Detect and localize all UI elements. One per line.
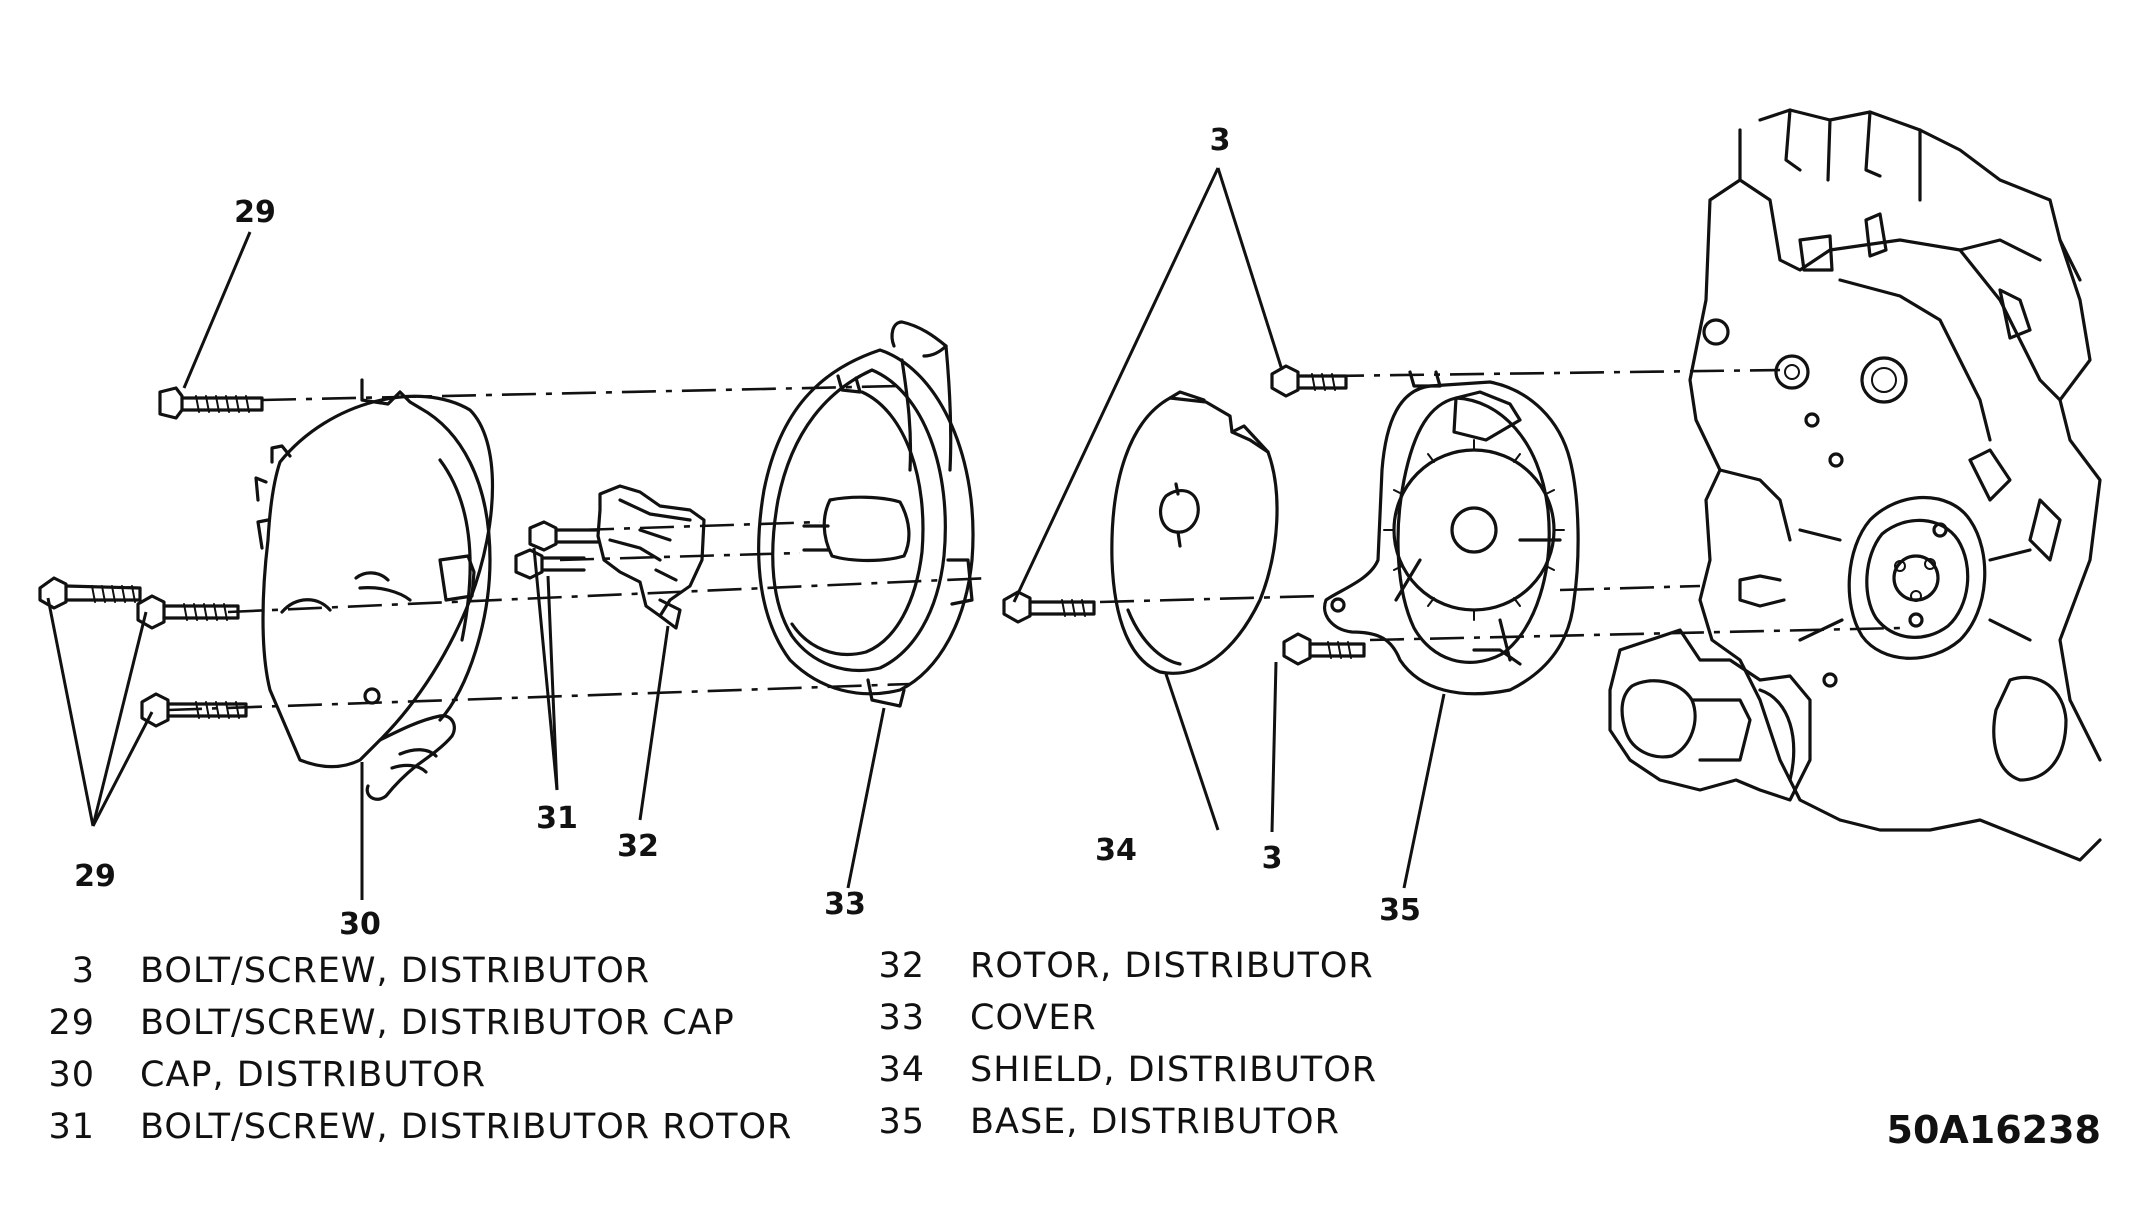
bolt-29-left-lower <box>140 692 248 728</box>
callout-30: 30 <box>339 907 381 942</box>
legend-text: BASE, DISTRIBUTOR <box>970 1102 1340 1142</box>
drawing-number: 50A16238 <box>1886 1108 2102 1152</box>
legend-item: 3 BOLT/SCREW, DISTRIBUTOR <box>40 945 792 997</box>
callout-34: 34 <box>1095 833 1137 868</box>
legend-right: 32 ROTOR, DISTRIBUTOR 33 COVER 34 SHIELD… <box>870 940 1377 1148</box>
engine-block <box>1608 108 2102 862</box>
callout-32: 32 <box>617 829 659 864</box>
legend-number: 32 <box>878 946 925 986</box>
legend-text: ROTOR, DISTRIBUTOR <box>970 946 1374 986</box>
bolt-29-top <box>158 386 264 420</box>
legend-text: BOLT/SCREW, DISTRIBUTOR ROTOR <box>140 1107 793 1147</box>
callouts: 29 29 30 31 32 33 34 3 3 35 <box>74 123 1421 942</box>
legend-item: 35 BASE, DISTRIBUTOR <box>870 1096 1377 1148</box>
legend-item: 29 BOLT/SCREW, DISTRIBUTOR CAP <box>40 997 792 1049</box>
legend-number: 35 <box>878 1102 925 1142</box>
callout-3-bottom: 3 <box>1262 841 1283 876</box>
legend-number: 31 <box>48 1107 95 1147</box>
legend-text: CAP, DISTRIBUTOR <box>140 1055 487 1095</box>
legend-item: 33 COVER <box>870 992 1377 1044</box>
base-35 <box>1323 370 1580 696</box>
bolt-29-left-middle <box>136 594 240 630</box>
legend-number: 30 <box>48 1055 95 1095</box>
legend-number: 33 <box>878 998 925 1038</box>
legend-item: 34 SHIELD, DISTRIBUTOR <box>870 1044 1377 1096</box>
callout-29-left: 29 <box>74 859 116 894</box>
bolt-3-upper <box>1270 364 1348 398</box>
legend-number: 34 <box>878 1050 925 1090</box>
legend-item: 31 BOLT/SCREW, DISTRIBUTOR ROTOR <box>40 1101 792 1153</box>
distributor-cap-30 <box>254 378 494 801</box>
callout-35: 35 <box>1379 893 1421 928</box>
rotor-32 <box>596 484 706 630</box>
legend-text: BOLT/SCREW, DISTRIBUTOR CAP <box>140 1003 735 1043</box>
shield-34 <box>1110 390 1279 675</box>
legend-left: 3 BOLT/SCREW, DISTRIBUTOR 29 BOLT/SCREW,… <box>40 945 792 1153</box>
legend-item: 30 CAP, DISTRIBUTOR <box>40 1049 792 1101</box>
cover-33 <box>757 320 975 708</box>
leader-lines <box>46 167 1446 900</box>
legend-text: SHIELD, DISTRIBUTOR <box>970 1050 1378 1090</box>
legend-text: COVER <box>970 998 1097 1038</box>
alignment-lines <box>167 368 1901 712</box>
legend-item: 32 ROTOR, DISTRIBUTOR <box>870 940 1377 992</box>
callout-3-top: 3 <box>1210 123 1231 158</box>
bolt-3-lower <box>1282 632 1366 666</box>
callout-29-top: 29 <box>234 195 276 230</box>
legend-text: BOLT/SCREW, DISTRIBUTOR <box>140 951 651 991</box>
bolt-31-lower <box>514 548 586 580</box>
callout-33: 33 <box>824 887 866 922</box>
legend-number: 29 <box>48 1003 95 1043</box>
callout-31: 31 <box>536 801 578 836</box>
bolt-31-upper <box>528 520 600 552</box>
bolt-29-left-upper <box>38 576 142 610</box>
legend-number: 3 <box>71 951 95 991</box>
